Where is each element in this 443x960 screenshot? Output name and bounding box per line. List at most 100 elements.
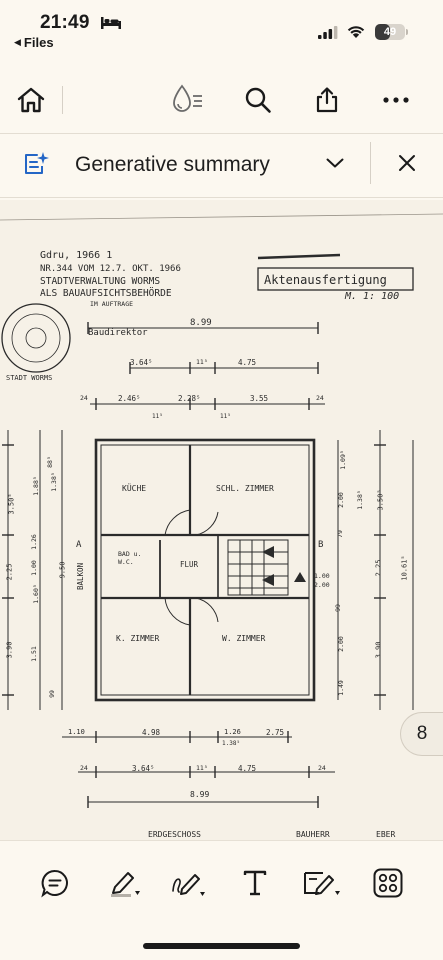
dim-left-3: 3.90: [5, 641, 14, 659]
dim-left-1: 3.50⁵: [7, 493, 16, 515]
text-icon: [243, 870, 267, 896]
ai-assistant-button[interactable]: [166, 70, 210, 130]
dim-top-3c: 2.28⁵: [178, 394, 201, 403]
highlighter-button[interactable]: [104, 863, 144, 903]
dim-left-8: 1.51: [29, 646, 38, 662]
highlighter-icon: [111, 872, 140, 897]
toolbar-divider: [62, 86, 63, 114]
all-tools-button[interactable]: [368, 863, 408, 903]
home-icon: [17, 87, 45, 113]
grid-icon: [373, 868, 403, 898]
dim-right-4: 2.25: [374, 559, 383, 577]
dim-top-2a: 3.64⁵: [130, 358, 153, 367]
ai-assistant-icon: [173, 84, 202, 112]
search-icon: [245, 87, 271, 113]
document-page[interactable]: Gdru, 1966 1 NR.344 VOM 12.7. OKT. 1966 …: [0, 200, 443, 840]
dim-top-2b: 11⁵: [196, 358, 208, 366]
back-arrow-icon: ◀: [14, 37, 21, 47]
dim-right-5: 3.90: [374, 641, 383, 659]
dim-bottom-2e: 24: [318, 764, 326, 772]
dim-left-10: 1.38⁵: [49, 472, 58, 492]
sleep-focus-icon: [101, 17, 121, 29]
dim-bottom-2a: 24: [80, 764, 88, 772]
section-marker-a: A: [76, 540, 82, 550]
share-icon: [316, 87, 338, 113]
stamp-line-1: Gdru, 1966 1: [40, 250, 113, 261]
dim-top-3f: 11⁵: [152, 413, 163, 420]
dim-right-11: 2.00: [314, 581, 330, 589]
dim-top-3e: 24: [316, 394, 324, 402]
dim-bottom-2d: 4.75: [238, 764, 257, 773]
dim-bottom-1e: 1.38⁵: [222, 740, 241, 747]
dim-bottom-1b: 4.98: [142, 728, 161, 737]
dim-bottom-total: 8.99: [190, 790, 210, 799]
page-number-badge[interactable]: 8: [400, 712, 443, 756]
dim-right-12: 99: [333, 604, 342, 612]
sign-button[interactable]: [302, 863, 342, 903]
battery-indicator: 49: [375, 24, 405, 40]
dim-top-3d: 3.55: [250, 394, 269, 403]
dim-left-2: 2.25: [5, 563, 14, 581]
add-text-button[interactable]: [235, 863, 275, 903]
sign-icon: [304, 872, 340, 895]
dim-left-11: 99: [47, 690, 56, 698]
draw-icon: [172, 874, 205, 896]
dim-left-4: 1.88⁵: [31, 476, 40, 496]
dim-left-6: 1.00: [29, 560, 38, 576]
box-stamp-text: Aktenausfertigung: [264, 273, 387, 287]
room-living: W. ZIMMER: [222, 634, 266, 643]
summary-separator: [0, 197, 443, 198]
floor-title: ERDGESCHOSS: [148, 830, 201, 839]
battery-level: 49: [383, 26, 397, 38]
room-child: K. ZIMMER: [116, 634, 160, 643]
drawing-scale: M. 1: 100: [345, 291, 400, 302]
cellular-signal-icon: [318, 26, 338, 39]
back-to-files-button[interactable]: ◀ Files: [14, 35, 54, 50]
dim-left-9: 88⁵: [45, 456, 54, 468]
dim-right-10: 1.00: [314, 572, 330, 580]
summary-expand-button[interactable]: [320, 148, 350, 178]
comment-button[interactable]: [35, 863, 75, 903]
more-icon: [383, 97, 409, 103]
signature-label: Baudirektor: [88, 328, 148, 338]
battery-tip: [406, 29, 408, 35]
comment-icon: [41, 869, 68, 898]
home-button[interactable]: [9, 70, 53, 130]
dim-right-total: 10.61⁵: [400, 555, 409, 581]
dim-bottom-1d: 2.75: [266, 728, 285, 737]
section-marker-b: B: [318, 540, 324, 550]
dim-right-8: 2.00: [336, 636, 345, 652]
dim-left-7: 1.60⁵: [31, 584, 40, 604]
close-icon: [399, 155, 415, 171]
summary-close-button[interactable]: [392, 148, 422, 178]
dim-right-7: 1.38⁵: [355, 490, 364, 510]
back-label: Files: [23, 35, 54, 50]
dim-left-total: 9.50: [58, 561, 67, 579]
draw-button[interactable]: [168, 863, 208, 903]
more-button[interactable]: [374, 70, 418, 130]
balcony-label: BALKON: [76, 562, 85, 590]
dim-top-3g: 11⁵: [220, 413, 231, 420]
room-bedroom: SCHL. ZIMMER: [216, 484, 274, 493]
chevron-down-icon: [326, 158, 344, 168]
share-button[interactable]: [305, 70, 349, 130]
room-kitchen: KÜCHE: [122, 484, 147, 493]
dim-bottom-1a: 1.10: [68, 728, 85, 736]
status-time: 21:49: [40, 12, 90, 33]
viewer-toolbar: [0, 70, 443, 130]
summary-title[interactable]: Generative summary: [75, 153, 270, 176]
wifi-icon: [347, 26, 365, 38]
search-button[interactable]: [236, 70, 280, 130]
dim-right-9: 1.49: [336, 680, 345, 696]
dim-top-2c: 4.75: [238, 358, 257, 367]
dim-right-6: 3.50⁵: [376, 489, 385, 511]
home-indicator[interactable]: [143, 943, 300, 949]
dim-top-3b: 2.46⁵: [118, 394, 141, 403]
room-hall: FLUR: [180, 560, 199, 569]
seal-text: STADT WORMS: [6, 374, 53, 382]
stamp-line-2: NR.344 VOM 12.7. OKT. 1966: [40, 264, 181, 274]
stamp-line-5: IM AUFTRAGE: [90, 300, 134, 308]
toolbar-separator: [0, 133, 443, 134]
dim-left-5: 1.26: [29, 534, 38, 550]
stamp-line-3: STADTVERWALTUNG WORMS: [40, 276, 161, 287]
